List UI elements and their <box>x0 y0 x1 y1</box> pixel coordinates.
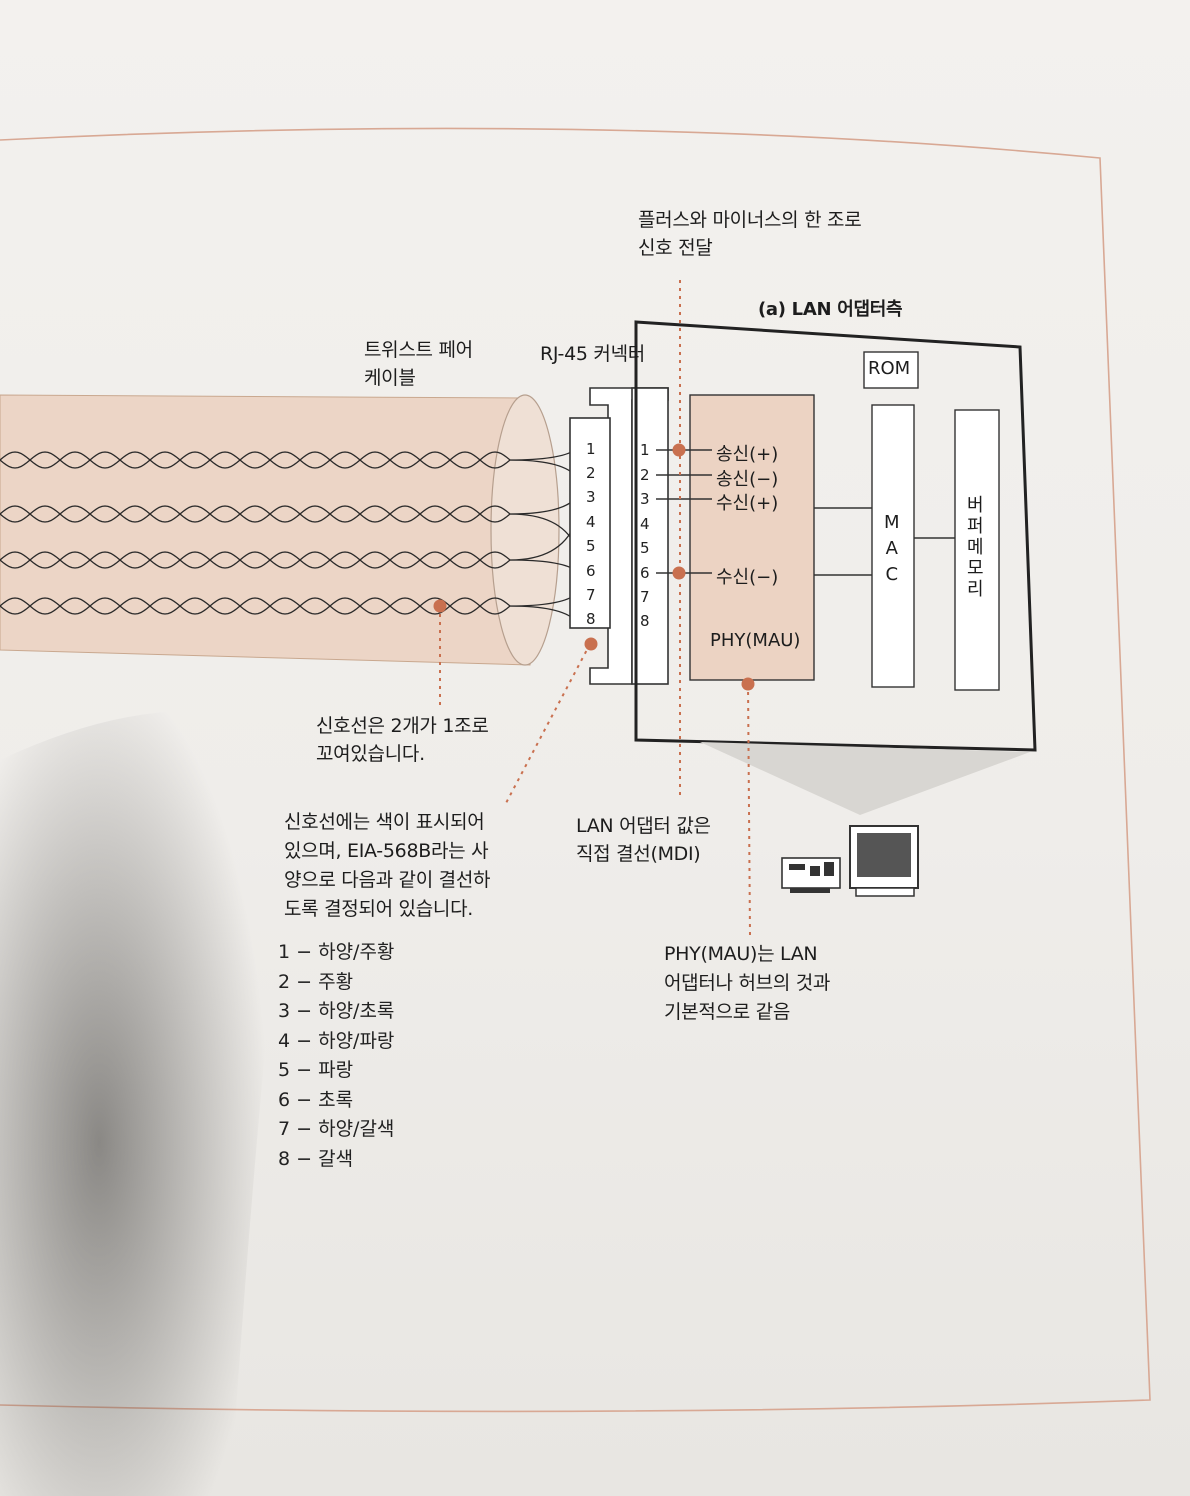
jack-pin: 3 <box>640 490 650 508</box>
pin1-marker <box>672 443 686 457</box>
jack-pin: 5 <box>640 539 650 557</box>
legend-item: 5 − 파랑 <box>278 1059 354 1081</box>
plug-pin: 5 <box>586 537 596 555</box>
lan-adapter-box <box>634 320 1037 752</box>
rj45-connector-plug <box>569 417 611 629</box>
plug-pin: 1 <box>586 440 596 458</box>
twisted-pair-label: 트위스트 페어 케이블 <box>364 339 473 389</box>
twist-marker <box>433 599 447 613</box>
rj45-label: RJ-45 커넥터 <box>540 343 645 365</box>
buffer-memory-label: 버 퍼 메 모 리 <box>967 495 984 600</box>
mac-label: M A C <box>884 512 900 585</box>
phy-label: PHY(MAU) <box>710 630 801 651</box>
twisted-pair-cable <box>0 394 541 666</box>
twisted-wire <box>0 551 576 571</box>
plug-pin: 8 <box>586 610 596 628</box>
rom-block <box>863 351 919 389</box>
legend-item: 8 − 갈색 <box>278 1147 354 1170</box>
twisted-note: 신호선은 2개가 1조로 꼬여있습니다. <box>316 715 489 765</box>
plug-pin: 3 <box>586 488 596 506</box>
mdi-note: LAN 어댑터 값은 직접 결선(MDI) <box>576 815 711 865</box>
plug-pin: 7 <box>586 586 596 604</box>
jack-pin: 2 <box>640 466 650 484</box>
jack-pin: 1 <box>640 441 650 459</box>
twisted-wire <box>0 451 576 476</box>
legend-item: 2 − 주황 <box>278 970 354 993</box>
jack-pin: 4 <box>640 515 650 533</box>
mac-block <box>871 404 915 688</box>
legend-item: 1 − 하양/주황 <box>278 941 395 963</box>
rx-plus-label: 수신(+) <box>716 493 779 514</box>
twisted-wire <box>0 505 576 546</box>
twisted-wire <box>0 523 576 569</box>
computer-icon <box>849 825 919 897</box>
jack-pin: 7 <box>640 588 650 606</box>
connector-marker <box>584 637 598 651</box>
jack-pin: 8 <box>640 612 650 630</box>
plug-pin: 6 <box>586 562 596 580</box>
legend-item: 7 − 하양/갈색 <box>278 1118 395 1140</box>
rx-minus-label: 수신(−) <box>716 567 779 588</box>
plug-pin: 2 <box>586 464 596 482</box>
rom-label: ROM <box>868 358 911 379</box>
adapter-zoom-funnel <box>700 742 1030 815</box>
twisted-wire <box>0 597 576 621</box>
pin6-marker <box>672 566 686 580</box>
phy-note: PHY(MAU)는 LAN 어댑터나 허브의 것과 기본적으로 같음 <box>664 943 831 1023</box>
tx-minus-label: 송신(−) <box>716 469 779 490</box>
legend-item: 4 − 하양/파랑 <box>278 1029 395 1052</box>
figure-frame <box>0 127 1151 1413</box>
twisted-wire-pairs <box>0 449 576 621</box>
pair-signal-label: 플러스와 마이너스의 한 조로 신호 전달 <box>638 209 862 259</box>
adapter-side-title: (a) LAN 어댑터측 <box>758 299 903 320</box>
plug-pin: 4 <box>586 513 596 531</box>
rj45-jack <box>631 387 669 685</box>
buffer-memory-block <box>954 409 1000 691</box>
phy-marker <box>741 677 755 691</box>
network-card-icon <box>781 857 841 893</box>
color-note: 신호선에는 색이 표시되어 있으며, EIA-568B라는 사 양으로 다음과 … <box>284 811 491 920</box>
jack-pin: 6 <box>640 564 650 582</box>
legend-item: 3 − 하양/초록 <box>278 1000 395 1022</box>
tx-plus-label: 송신(+) <box>716 444 779 465</box>
wiring-legend: 1 − 하양/주황 2 − 주황 3 − 하양/초록 4 − 하양/파랑 5 −… <box>278 938 394 1174</box>
cable-end <box>490 394 560 666</box>
legend-item: 6 − 초록 <box>278 1088 354 1111</box>
phy-block <box>689 394 815 681</box>
